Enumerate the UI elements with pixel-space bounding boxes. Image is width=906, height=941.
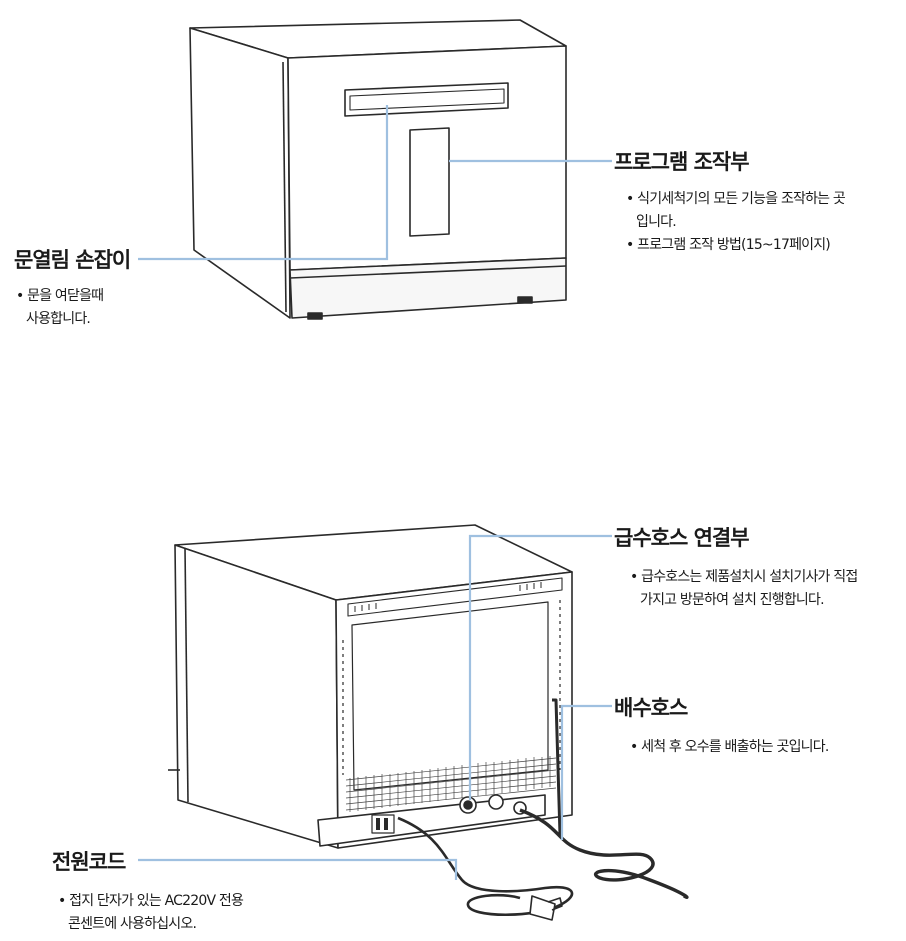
control-panel-title: 프로그램 조작부 <box>614 150 750 174</box>
control-desc-line-1: • 식기세척기의 모든 기능을 조작하는 곳 <box>626 191 846 207</box>
leader-drain <box>560 704 612 840</box>
drain-hose-description: • 세척 후 오수를 배출하는 곳입니다. <box>630 736 829 759</box>
control-desc-line-2: 입니다. <box>636 214 677 230</box>
power-desc-line-2: 콘센트에 사용하십시오. <box>68 916 197 932</box>
water-inlet-description: • 급수호스는 제품설치시 설치기사가 직접 가지고 방문하여 설치 진행합니다… <box>630 566 858 612</box>
inlet-desc-line-2: 가지고 방문하여 설치 진행합니다. <box>640 592 825 608</box>
drain-desc-line-1: • 세척 후 오수를 배출하는 곳입니다. <box>630 739 829 755</box>
front-view-dishwasher <box>189 19 567 320</box>
power-cord-description: • 접지 단자가 있는 AC220V 전용 콘센트에 사용하십시오. <box>58 890 244 936</box>
back-view-dishwasher <box>168 524 689 921</box>
handle-description: • 문을 여닫을때 사용합니다. <box>16 285 104 331</box>
power-cord-title: 전원코드 <box>52 850 126 874</box>
handle-desc-line-1: • 문을 여닫을때 <box>16 288 104 304</box>
leader-lines <box>138 105 612 880</box>
leader-handle <box>138 105 389 261</box>
handle-desc-line-2: 사용합니다. <box>26 311 91 327</box>
handle-title: 문열림 손잡이 <box>14 248 131 272</box>
leader-inlet <box>468 534 612 800</box>
control-panel-description: • 식기세척기의 모든 기능을 조작하는 곳 입니다. • 프로그램 조작 방법… <box>626 188 846 257</box>
control-desc-line-3: • 프로그램 조작 방법(15~17페이지) <box>626 237 831 253</box>
drain-hose-title: 배수호스 <box>614 696 688 720</box>
inlet-desc-line-1: • 급수호스는 제품설치시 설치기사가 직접 <box>630 569 858 585</box>
power-desc-line-1: • 접지 단자가 있는 AC220V 전용 <box>58 893 244 909</box>
leader-power <box>138 858 458 880</box>
water-inlet-title: 급수호스 연결부 <box>614 526 750 550</box>
